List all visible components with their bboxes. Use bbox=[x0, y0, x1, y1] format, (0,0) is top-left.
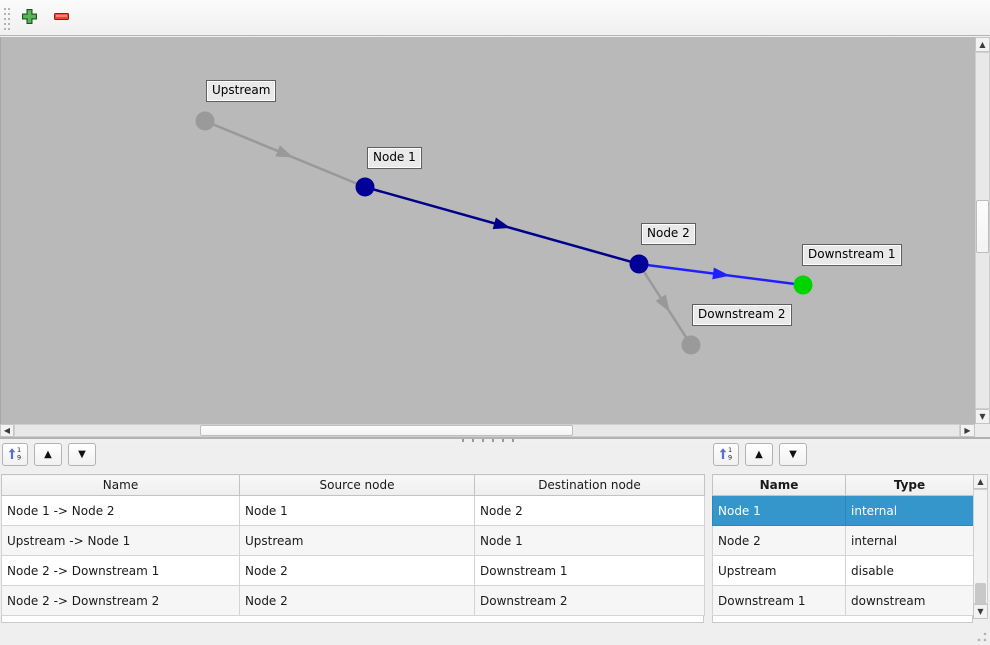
arrow-down-icon: ▼ bbox=[789, 448, 797, 460]
edges-cell[interactable]: Upstream -> Node 1 bbox=[1, 525, 240, 556]
edges-cell[interactable]: Node 2 bbox=[239, 585, 475, 616]
nodes-cell[interactable]: Upstream bbox=[712, 555, 846, 586]
main-toolbar bbox=[0, 0, 990, 36]
nodes-panel-toolbar: 1 9 ▲ ▼ bbox=[713, 443, 813, 467]
nodes-cell[interactable]: Node 2 bbox=[712, 525, 846, 556]
arrow-up-icon: ▲ bbox=[977, 476, 984, 486]
nodes-vscroll-thumb[interactable] bbox=[975, 583, 986, 605]
add-button[interactable] bbox=[16, 5, 42, 31]
nodes-table-empty-row bbox=[712, 616, 973, 623]
edges-cell[interactable]: Node 2 bbox=[239, 555, 475, 586]
plus-icon bbox=[21, 8, 38, 28]
nodes-sort-button[interactable]: 1 9 bbox=[713, 443, 739, 466]
arrow-up-icon: ▲ bbox=[979, 39, 986, 49]
arrow-up-icon: ▲ bbox=[44, 448, 52, 460]
svg-text:9: 9 bbox=[17, 454, 21, 461]
node-label-node-2[interactable]: Node 2 bbox=[641, 223, 696, 245]
arrow-down-icon: ▼ bbox=[979, 411, 986, 421]
nodes-header-name[interactable]: Name bbox=[712, 474, 846, 496]
nodes-cell[interactable]: downstream bbox=[845, 585, 974, 616]
nodes-cell[interactable]: Downstream 1 bbox=[712, 585, 846, 616]
splitter-grip-icon bbox=[462, 439, 518, 442]
hscroll-thumb[interactable] bbox=[200, 425, 573, 436]
node-node-2[interactable] bbox=[629, 254, 649, 274]
edges-cell[interactable]: Downstream 1 bbox=[474, 555, 705, 586]
nodes-vscroll-down-button[interactable]: ▼ bbox=[973, 604, 988, 619]
arrow-down-icon: ▼ bbox=[977, 606, 984, 616]
window-resize-grip[interactable] bbox=[977, 632, 987, 642]
vscroll-down-button[interactable]: ▼ bbox=[975, 409, 990, 424]
minus-icon bbox=[53, 8, 70, 28]
nodes-cell[interactable]: Node 1 bbox=[712, 495, 846, 526]
edge-arrow-icon bbox=[712, 267, 730, 280]
edges-cell[interactable]: Node 1 bbox=[474, 525, 705, 556]
edges-move-down-button[interactable]: ▼ bbox=[68, 443, 96, 466]
svg-text:1: 1 bbox=[17, 446, 21, 454]
vscroll-up-button[interactable]: ▲ bbox=[975, 37, 990, 52]
sort-ascending-icon: 1 9 bbox=[8, 446, 22, 463]
nodes-move-up-button[interactable]: ▲ bbox=[745, 443, 773, 466]
arrow-down-icon: ▼ bbox=[78, 448, 86, 460]
edges-move-up-button[interactable]: ▲ bbox=[34, 443, 62, 466]
arrow-right-icon: ▶ bbox=[964, 425, 971, 435]
svg-text:9: 9 bbox=[728, 454, 732, 461]
canvas-hscrollbar: ◀ ▶ bbox=[0, 424, 975, 437]
edges-cell[interactable]: Node 1 -> Node 2 bbox=[1, 495, 240, 526]
edge-arrow-icon bbox=[275, 145, 294, 158]
edges-panel-toolbar: 1 9 ▲ ▼ bbox=[2, 443, 102, 467]
nodes-cell[interactable]: internal bbox=[845, 525, 974, 556]
node-downstream-2[interactable] bbox=[681, 335, 701, 355]
edges-cell[interactable]: Node 2 -> Downstream 1 bbox=[1, 555, 240, 586]
arrow-left-icon: ◀ bbox=[3, 425, 11, 435]
vscroll-thumb[interactable] bbox=[976, 200, 989, 253]
svg-text:1: 1 bbox=[728, 446, 732, 454]
nodes-cell[interactable]: disable bbox=[845, 555, 974, 586]
sort-ascending-icon: 1 9 bbox=[719, 446, 733, 463]
edges-header-name[interactable]: Name bbox=[1, 474, 240, 496]
canvas-vscrollbar: ▲ ▼ bbox=[975, 37, 990, 424]
edges-cell[interactable]: Node 2 -> Downstream 2 bbox=[1, 585, 240, 616]
edges-cell[interactable]: Upstream bbox=[239, 525, 475, 556]
edges-cell[interactable]: Node 2 bbox=[474, 495, 705, 526]
edges-sort-button[interactable]: 1 9 bbox=[2, 443, 28, 466]
edges-cell[interactable]: Node 1 bbox=[239, 495, 475, 526]
nodes-cell[interactable]: internal bbox=[845, 495, 974, 526]
remove-button[interactable] bbox=[48, 5, 74, 31]
nodes-move-down-button[interactable]: ▼ bbox=[779, 443, 807, 466]
pane-splitter[interactable] bbox=[0, 437, 990, 442]
edge-arrow-icon bbox=[655, 294, 670, 313]
edges-header-destination-node[interactable]: Destination node bbox=[474, 474, 705, 496]
toolbar-drag-handle[interactable] bbox=[4, 6, 12, 30]
node-label-downstream-1[interactable]: Downstream 1 bbox=[802, 244, 902, 266]
node-downstream-1[interactable] bbox=[793, 275, 813, 295]
node-node-1[interactable] bbox=[355, 177, 375, 197]
node-label-downstream-2[interactable]: Downstream 2 bbox=[692, 304, 792, 326]
arrow-up-icon: ▲ bbox=[755, 448, 763, 460]
hscroll-left-button[interactable]: ◀ bbox=[0, 424, 14, 437]
hscroll-right-button[interactable]: ▶ bbox=[960, 424, 975, 437]
edges-table-empty-row bbox=[1, 616, 704, 623]
nodes-header-type[interactable]: Type bbox=[845, 474, 974, 496]
edge-arrow-icon bbox=[492, 217, 511, 230]
nodes-vscroll-up-button[interactable]: ▲ bbox=[973, 474, 988, 489]
nodes-table-vscrollbar: ▲ ▼ bbox=[973, 474, 988, 619]
node-upstream[interactable] bbox=[195, 111, 215, 131]
node-label-upstream[interactable]: Upstream bbox=[206, 80, 277, 102]
edges-cell[interactable]: Downstream 2 bbox=[474, 585, 705, 616]
graph-svg bbox=[195, 111, 813, 355]
scrollbar-corner bbox=[975, 424, 990, 437]
edges-header-source-node[interactable]: Source node bbox=[239, 474, 475, 496]
node-label-node-1[interactable]: Node 1 bbox=[367, 147, 422, 169]
